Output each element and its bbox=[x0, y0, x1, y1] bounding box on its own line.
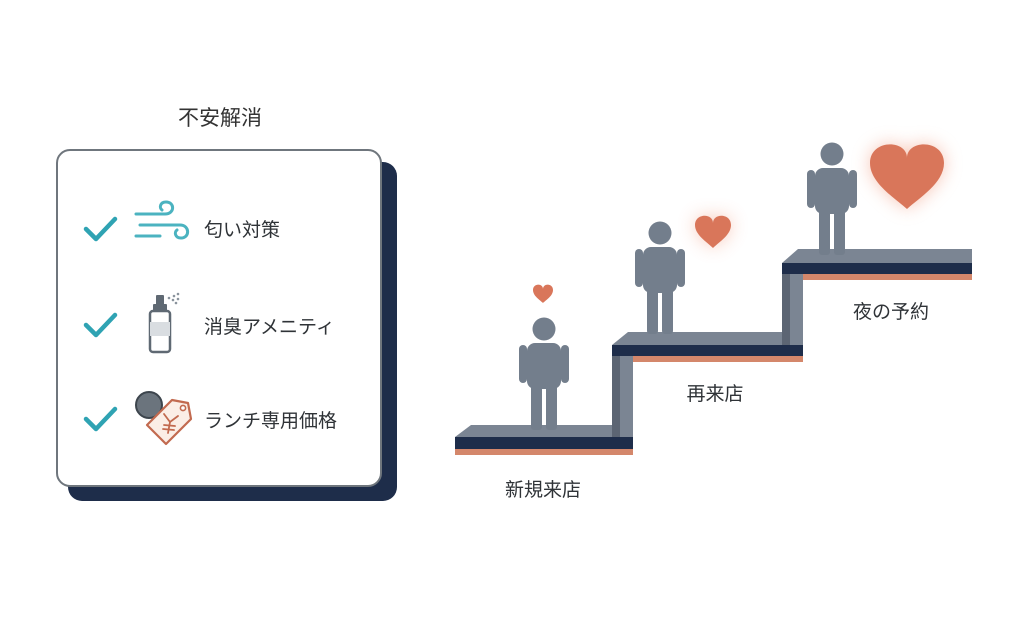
item-label-lunch-price: ランチ専用価格 bbox=[204, 410, 338, 432]
person-figure-2 bbox=[635, 221, 685, 334]
stair-step-3 bbox=[782, 249, 972, 280]
spray-bottle-icon bbox=[148, 292, 180, 354]
heart-icon-small bbox=[533, 284, 553, 303]
person-figure-1 bbox=[519, 317, 569, 430]
step-label-dinner-reservation: 夜の予約 bbox=[852, 301, 929, 323]
step-label-revisit: 再来店 bbox=[686, 383, 744, 405]
panel-title: 不安解消 bbox=[178, 106, 262, 130]
yen-price-tag-icon bbox=[135, 391, 193, 446]
item-label-odor: 匂い対策 bbox=[204, 219, 281, 241]
check-icon bbox=[83, 406, 118, 432]
person-figure-3 bbox=[807, 142, 857, 255]
heart-icon-large bbox=[870, 144, 944, 209]
stair-step-2 bbox=[612, 332, 803, 362]
step-label-new-visit: 新規来店 bbox=[504, 479, 581, 501]
stair-step-1 bbox=[455, 425, 633, 455]
check-icon bbox=[83, 216, 118, 242]
staircase bbox=[455, 249, 972, 455]
item-label-amenity: 消臭アメニティ bbox=[204, 316, 335, 338]
wind-icon bbox=[134, 200, 190, 240]
heart-icon-medium bbox=[695, 215, 731, 248]
check-icon bbox=[83, 312, 118, 338]
